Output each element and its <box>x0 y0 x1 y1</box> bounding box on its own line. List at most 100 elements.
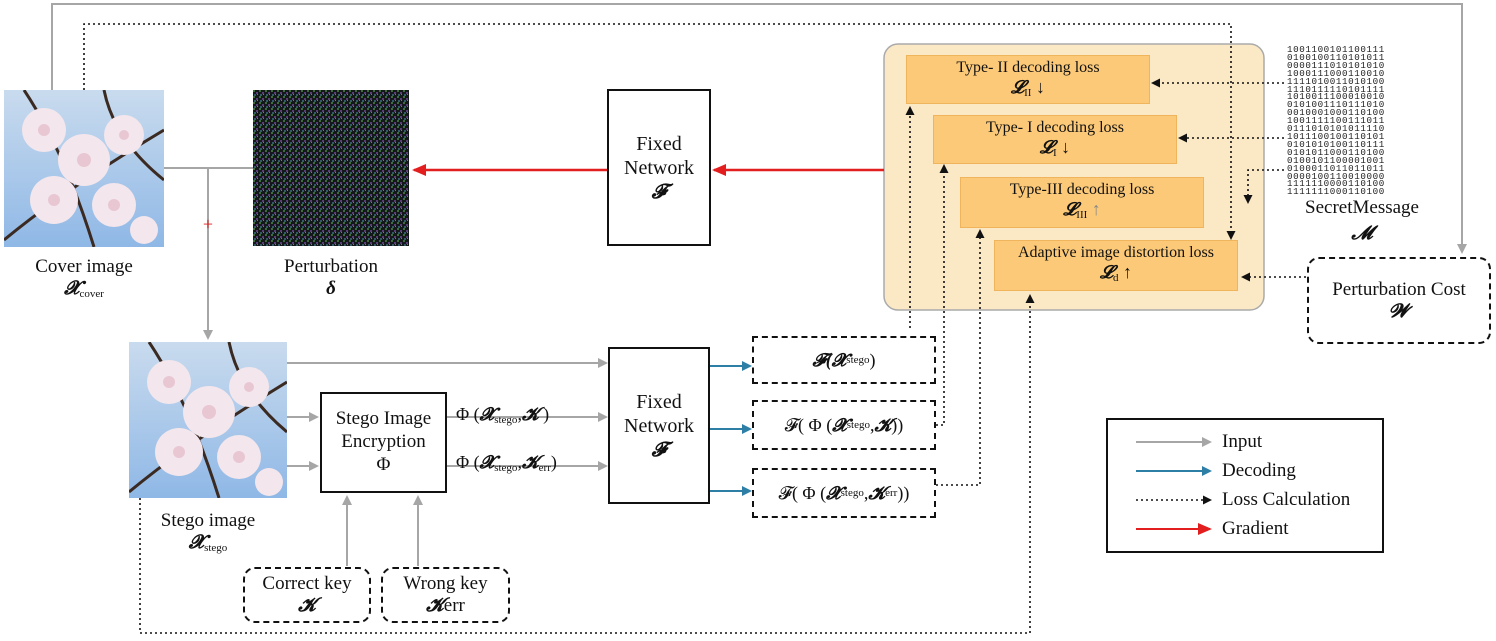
secret-bit-row: 1001100101100111 <box>1287 44 1385 55</box>
phi-wrong-x: 𝓧 <box>479 452 495 472</box>
secret-label: SecretMessage <box>1305 197 1419 218</box>
wrong-key-label: Wrong key <box>403 573 488 595</box>
out1-sub: stego <box>846 354 870 366</box>
loss-symbol-distortion: 𝓛 <box>1099 262 1114 282</box>
loss-line-top-loop <box>83 23 1236 240</box>
stego-encryption-box: Stego Image Encryption Φ <box>320 392 447 493</box>
wrong-key-sub: err <box>443 595 465 616</box>
perturbation-image <box>253 90 409 246</box>
loss-sub-type-iii: III <box>1076 209 1088 221</box>
loss-line-out2 <box>936 164 949 426</box>
out2-mid: , <box>869 414 875 435</box>
secret-bit-row: 0111010101011110 <box>1287 123 1385 135</box>
phi-correct-x: 𝓧 <box>479 404 495 424</box>
fixed-bottom-line1: Fixed <box>636 390 682 413</box>
perturbation-symbol: δ <box>326 277 336 299</box>
loss-symbol-type-iii: 𝓛 <box>1063 199 1077 219</box>
stego-caption: Stego image 𝓧stego <box>129 510 287 554</box>
out2-sub: stego <box>846 419 870 431</box>
loss-line-msg-3 <box>1243 169 1284 204</box>
secret-symbol: 𝓜 <box>1351 222 1373 244</box>
correct-key-label: Correct key <box>262 573 352 595</box>
legend-label-loss: Loss Calculation <box>1222 489 1351 510</box>
secret-caption: SecretMessage 𝓜 <box>1272 197 1452 245</box>
secret-bit-row: 1111010011010100 <box>1287 75 1385 87</box>
phi-correct-post: ) <box>538 404 550 424</box>
out2-pre: 𝓕( Φ ( <box>784 414 833 435</box>
secret-bit-row: 0100101100001001 <box>1287 154 1385 166</box>
out3-mid: , <box>863 482 869 503</box>
encryption-line2: Encryption <box>341 431 426 453</box>
secret-bit-row: 1000111000110010 <box>1287 67 1385 79</box>
out3-pre: 𝓕( Φ ( <box>778 482 827 503</box>
fixed-top-symbol: 𝓕 <box>651 180 667 203</box>
out2-k: 𝓚 <box>874 414 892 435</box>
secret-bit-row: 0101010100110111 <box>1287 138 1385 150</box>
out1-post: ) <box>869 349 876 370</box>
perturbation-cost-box: Perturbation Cost 𝓦 <box>1307 257 1491 344</box>
loss-sub-distortion: d <box>1113 272 1119 284</box>
secret-bit-row: 0000111010101010 <box>1287 59 1385 71</box>
loss-arrow-distortion: ↑ <box>1123 262 1133 282</box>
loss-box-type-i: Type- I decoding loss 𝓛I ↓ <box>933 115 1177 164</box>
plus-sign: + <box>202 214 214 234</box>
loss-box-distortion: Adaptive image distortion loss 𝓛d ↑ <box>994 240 1238 291</box>
out2-x: 𝓧 <box>832 414 847 435</box>
out3-sub: stego <box>840 487 864 499</box>
fixed-network-bottom: Fixed Network 𝓕 <box>608 347 710 504</box>
out3-x: 𝓧 <box>826 482 841 503</box>
fixed-bottom-line2: Network <box>624 414 694 437</box>
legend-label-decoding: Decoding <box>1222 460 1296 481</box>
input-line-cover-top <box>51 3 1467 254</box>
secret-bit-row: 0010001000110100 <box>1287 107 1385 119</box>
loss-symbol-type-ii: 𝓛 <box>1011 77 1025 97</box>
fixed-top-line1: Fixed <box>636 132 682 155</box>
secret-bit-row: 0100100110101011 <box>1287 51 1385 63</box>
secret-bit-row: 1111111000110100 <box>1287 186 1385 198</box>
fixed-top-line2: Network <box>624 156 694 179</box>
perturbation-caption: Perturbation δ <box>253 256 409 300</box>
perturbation-label: Perturbation <box>284 256 378 277</box>
cost-label: Perturbation Cost <box>1332 278 1466 300</box>
phi-correct-sub: stego <box>494 414 518 426</box>
stego-symbol: 𝓧 <box>188 531 205 553</box>
phi-wrong-label: Φ (𝓧stego,𝓚err) <box>456 452 557 475</box>
loss-title-distortion: Adaptive image distortion loss <box>1018 244 1214 261</box>
secret-bit-row: 0000100110010000 <box>1287 170 1385 182</box>
cover-image <box>4 90 164 247</box>
phi-wrong-ksub: err <box>538 462 551 474</box>
secret-bit-row: 1001111100111011 <box>1287 115 1385 127</box>
stego-sub: stego <box>204 541 228 554</box>
phi-wrong-mid: , <box>517 452 522 472</box>
secret-bit-row: 1010011100010010 <box>1287 91 1385 103</box>
cover-label: Cover image <box>35 256 133 277</box>
phi-wrong-post: ) <box>550 452 557 472</box>
loss-line-bottom-loop <box>139 294 1035 634</box>
secret-bit-row: 1111110000110100 <box>1287 178 1385 190</box>
loss-title-type-iii: Type-III decoding loss <box>1009 181 1155 198</box>
phi-correct-label: Φ (𝓧stego,𝓚 ) <box>456 404 549 427</box>
correct-key-box: Correct key 𝓚 <box>243 567 371 623</box>
stego-label: Stego image <box>160 510 256 531</box>
loss-title-type-i: Type- I decoding loss <box>986 119 1124 136</box>
secret-bit-row: 0101011000110100 <box>1287 146 1385 158</box>
out2-post: )) <box>891 414 904 435</box>
phi-correct-pre: Φ ( <box>456 404 480 424</box>
loss-sub-type-i: I <box>1052 147 1057 159</box>
loss-title-type-ii: Type- II decoding loss <box>956 59 1100 76</box>
cover-symbol: 𝓧 <box>64 277 80 299</box>
loss-box-type-ii: Type- II decoding loss 𝓛II ↓ <box>906 55 1150 104</box>
loss-sub-type-ii: II <box>1024 87 1032 99</box>
cover-sub: cover <box>79 287 104 300</box>
secret-bit-row: 1011100100110101 <box>1287 130 1385 142</box>
loss-arrow-type-iii: ↑ <box>1091 199 1101 219</box>
wrong-key-box: Wrong key 𝓚err <box>381 567 510 623</box>
secret-bit-row: 0101001110111010 <box>1287 99 1385 111</box>
out1-pre: 𝓕( <box>812 349 832 370</box>
out3-post: )) <box>897 482 910 503</box>
loss-arrow-type-ii: ↓ <box>1035 77 1045 97</box>
legend-box <box>1106 418 1384 553</box>
legend-label-input: Input <box>1222 431 1263 452</box>
